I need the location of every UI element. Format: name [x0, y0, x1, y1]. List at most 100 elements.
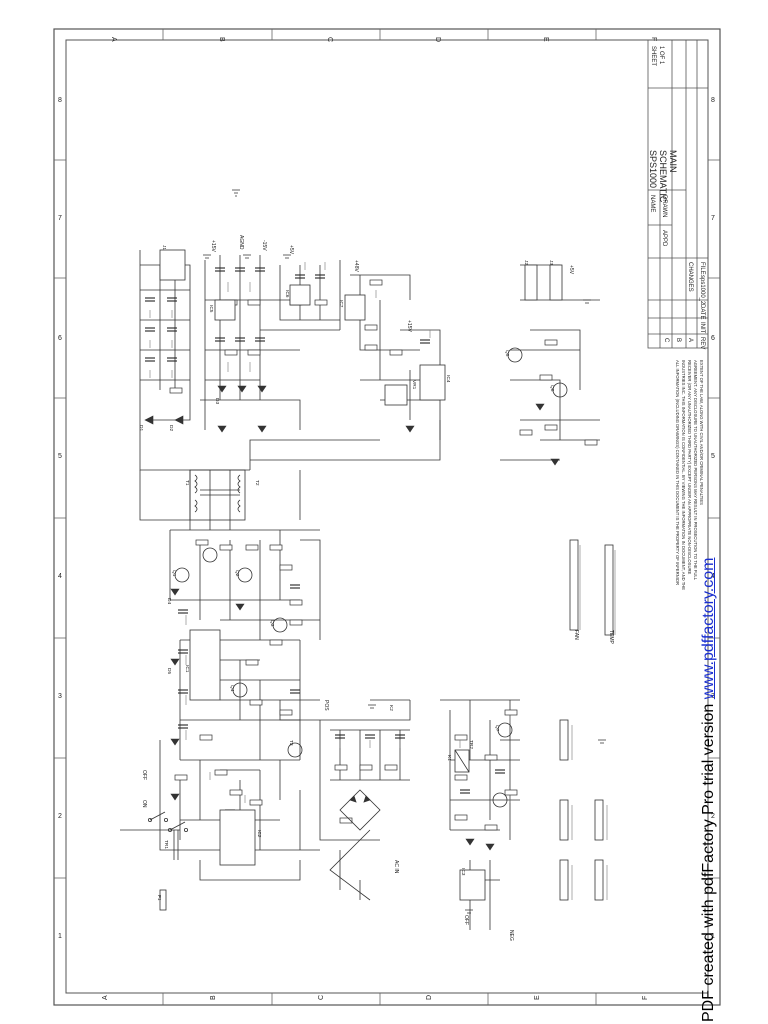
part-label: IC5: [208, 305, 214, 313]
col-label: B: [218, 37, 225, 42]
part-label: K1: [446, 755, 452, 761]
title-block: [647, 39, 709, 349]
drawing-section: MAIN: [668, 150, 678, 173]
rev-label: REV: [699, 337, 705, 349]
column-labels-bottom: A B C D E F: [102, 995, 649, 1000]
part-label: D2: [168, 425, 174, 431]
notice-line: AGREEMENT. ANY DISCLOSURE TO UNAUTHORIZE…: [693, 360, 698, 581]
drawing-title: SPS1000: [648, 150, 658, 188]
part-label: D3: [214, 398, 220, 404]
part-label: T2: [254, 480, 260, 486]
rev-row: B: [675, 338, 681, 342]
sheet-label: SHEET: [650, 46, 656, 66]
transformer: [189, 469, 246, 521]
date-label: DATE: [699, 304, 705, 320]
part-label: IC1: [184, 665, 190, 673]
bridge-rectifier: [339, 789, 381, 831]
col-label: B: [210, 995, 217, 1000]
net-label: POS: [323, 700, 329, 711]
name-label: NAME: [649, 195, 655, 212]
part-label: IC4: [445, 375, 451, 383]
notice-line: EXTENT OF THE LAW, ALONG WITH CIVIL AND/…: [699, 360, 704, 505]
col-label: D: [426, 995, 433, 1000]
ground-symbols: [203, 189, 606, 914]
part-label: VR1: [411, 380, 417, 390]
part-label: Q2: [234, 570, 240, 577]
row-label: 8: [711, 97, 715, 104]
row-label: 8: [58, 97, 62, 104]
net-label: +15V: [210, 240, 216, 252]
part-label: Q6: [549, 385, 555, 392]
row-label: 5: [711, 453, 715, 460]
net-label: -15V: [261, 240, 267, 251]
net-label: AGND: [238, 235, 244, 250]
notice-line: RECEIVER (OR ANY UNAUTHORIZED THIRD PART…: [687, 360, 692, 575]
row-label: 2: [711, 813, 715, 820]
drawing-subtitle: SCHEMATIC: [658, 150, 668, 203]
net-label: +48V: [353, 260, 359, 272]
ics: [189, 284, 486, 901]
relay: [454, 749, 470, 773]
net-label: NEG: [508, 930, 514, 941]
net-label: TEMP: [608, 630, 614, 645]
col-label: A: [110, 37, 117, 42]
row-label: 5: [58, 453, 62, 460]
connectors: [159, 249, 614, 901]
outer-border: [53, 28, 721, 1006]
part-label: Q1: [171, 570, 177, 577]
row-label: 3: [711, 693, 715, 700]
part-label: Q4: [229, 685, 235, 692]
drawn-label: DRAWN: [661, 195, 667, 217]
part-label: Q3: [269, 620, 275, 627]
net-label: AC IN: [393, 860, 399, 874]
part-label: TR2: [468, 740, 474, 749]
row-labels-left: 8 7 6 5 4 3 2 1: [58, 97, 62, 940]
col-label: F: [642, 996, 649, 1000]
part-label: F1: [156, 895, 162, 901]
net-label: +5V: [568, 265, 574, 275]
transistors: [174, 347, 568, 808]
pdf-watermark: PDF created with pdfFactory Pro trial ve…: [700, 558, 718, 1022]
part-label: J3: [548, 260, 554, 265]
part-label: D4: [166, 598, 172, 604]
confidentiality-notice: ALL INFORMATION (INCLUDING DRAWINGS) CON…: [675, 360, 704, 590]
row-label: 4: [711, 573, 715, 580]
column-labels-top: A B C D E F: [110, 37, 657, 42]
watermark-link[interactable]: www.pdffactory.com: [700, 557, 717, 700]
part-label: IC2: [256, 830, 262, 838]
watermark-text: PDF created with pdfFactory Pro trial ve…: [700, 699, 717, 1022]
file-label: FILE: [699, 262, 705, 275]
switches: [147, 811, 188, 911]
col-label: C: [318, 995, 325, 1000]
part-label: J2: [523, 260, 529, 265]
inner-border: [65, 39, 709, 994]
part-label: IC6: [284, 290, 290, 298]
row-label: 1: [711, 933, 715, 940]
wires: [120, 250, 600, 930]
net-label: FAN: [573, 630, 579, 640]
row-labels-right: 8 7 6 5 4 3 2 1: [711, 97, 715, 940]
part-label: D1: [138, 425, 144, 431]
changes-label: CHANGES: [687, 262, 693, 292]
resistors: [169, 279, 598, 831]
col-label: A: [102, 995, 109, 1000]
col-label: E: [542, 37, 549, 42]
net-label: +15V: [406, 320, 412, 332]
part-label: T1: [184, 480, 190, 486]
diodes: [144, 385, 560, 851]
net-labels: +15V AGND -15V +5V +48V +15V +5V OFF ON …: [141, 235, 614, 941]
part-label: J1: [161, 245, 167, 250]
appd-label: APPD: [661, 230, 667, 247]
col-label: C: [326, 37, 333, 42]
part-labels: IC1 IC2 IC3 IC4 IC5 IC6 IC7 T1 T2 T3 TR1…: [138, 245, 555, 901]
row-label: 7: [58, 215, 62, 222]
part-label: Q7: [494, 725, 500, 732]
part-label: IC7: [338, 300, 344, 308]
part-label: IC3: [460, 868, 466, 876]
col-label: D: [434, 37, 441, 42]
net-label: OFF: [141, 770, 147, 780]
row-label: 6: [58, 335, 62, 342]
file-name: sps1000_2: [699, 275, 705, 305]
title-block-text: SHEET 1 OF 1 SPS1000 SCHEMATIC MAIN NAME…: [648, 46, 705, 349]
